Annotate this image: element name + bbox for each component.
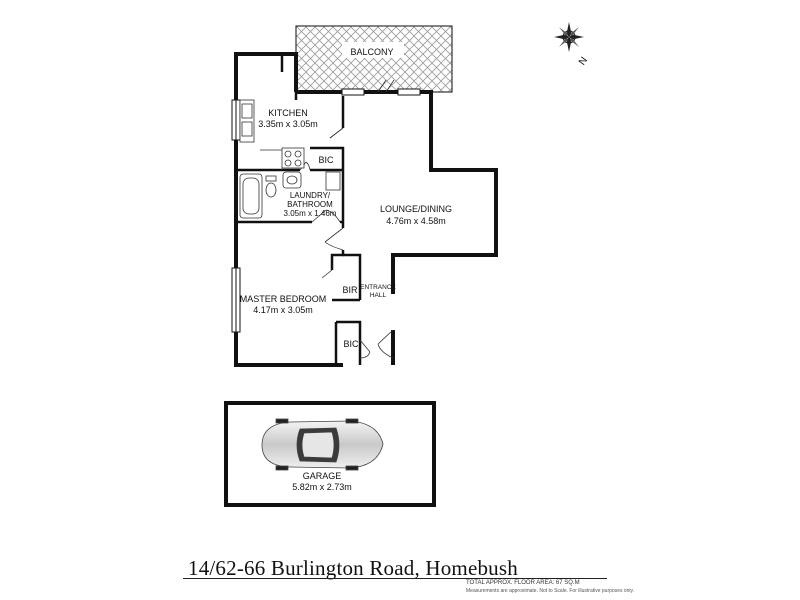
bic-kitchen-label: BIC <box>318 155 334 165</box>
laundry-size: 3.05m x 1.46m <box>284 209 337 218</box>
windows <box>231 88 421 333</box>
kitchen-fixtures <box>239 99 305 169</box>
entry-door <box>377 329 394 359</box>
kitchen-label: KITCHEN <box>268 108 308 118</box>
garage-size: 5.82m x 2.73m <box>292 482 352 492</box>
bir-door <box>321 269 333 279</box>
balcony: BALCONY <box>295 25 453 93</box>
bir-label: BIR <box>342 285 358 295</box>
car-icon <box>261 418 384 471</box>
garage-label: GARAGE <box>303 471 342 481</box>
balcony-door-left <box>341 88 365 96</box>
property-address: 14/62-66 Burlington Road, Homebush <box>188 556 518 580</box>
bathroom-fixtures <box>239 171 341 219</box>
interior-walls <box>236 54 362 365</box>
lounge-label: LOUNGE/DINING <box>380 204 452 214</box>
balcony-hatch <box>295 25 453 93</box>
balcony-door-right <box>397 88 421 96</box>
floor-area-label: TOTAL APPROX. FLOOR AREA: <box>466 580 555 586</box>
balcony-door-swing <box>377 79 395 93</box>
compass-north-label: N <box>577 55 590 67</box>
compass: N <box>554 22 590 67</box>
exterior-walls <box>234 52 498 367</box>
laundry-label-line2: BATHROOM <box>287 200 333 209</box>
floor-area-value: 67 SQ.M <box>555 580 580 586</box>
laundry-tub <box>325 171 341 191</box>
disclaimer: Measurements are approximate. Not to Sca… <box>466 588 635 594</box>
bir-east-wall <box>343 253 362 300</box>
laundry-door <box>324 227 344 251</box>
bic-bedroom-door <box>359 339 371 359</box>
master-bedroom-label: MASTER BEDROOM <box>240 294 327 304</box>
master-bedroom-size: 4.17m x 3.05m <box>253 305 313 315</box>
balcony-label-bg <box>342 42 404 58</box>
balcony-label: BALCONY <box>350 47 393 57</box>
bic-kitchen-wall <box>310 146 345 170</box>
garage-walls <box>224 401 436 507</box>
kitchen-size: 3.35m x 3.05m <box>258 119 318 129</box>
garage <box>224 401 436 507</box>
wall-east <box>296 90 498 294</box>
kitchen-sink <box>241 103 253 119</box>
bir-corner-wall <box>330 250 345 270</box>
bic-bedroom-label: BIC <box>343 339 359 349</box>
entrance-label-line2: HALL <box>370 292 387 299</box>
laundry-label-line1: LAUNDRY/ <box>290 191 331 200</box>
floor-area: TOTAL APPROX. FLOOR AREA: 67 SQ.M <box>466 580 580 586</box>
compass-point-n <box>566 22 572 37</box>
footer-rule <box>183 578 607 579</box>
toilet <box>265 182 277 198</box>
bic-bedroom-wall <box>336 320 362 365</box>
doors <box>299 127 394 359</box>
wall-west <box>234 52 343 367</box>
lounge-size: 4.76m x 4.58m <box>386 216 446 226</box>
room-labels: KITCHEN 3.35m x 3.05m BIC LAUNDRY/ BATHR… <box>240 108 452 492</box>
entrance-label-line1: ENTRANCE <box>360 284 396 291</box>
